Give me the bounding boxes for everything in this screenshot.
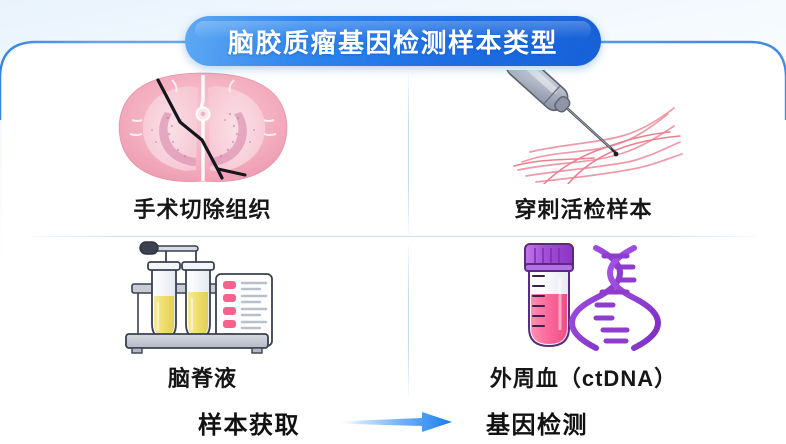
sample-cell-peripheral-blood: 外周血（ctDNA） — [393, 231, 774, 400]
sample-cell-surgical-resection: 手术切除组织 — [12, 62, 393, 231]
divider-vertical-top — [408, 74, 409, 234]
sample-label-cerebrospinal-fluid: 脑脊液 — [167, 366, 237, 391]
test-tube-rack-icon — [12, 237, 393, 355]
blood-tube-dna-icon — [393, 237, 774, 355]
sample-cell-needle-biopsy: 穿刺活检样本 — [393, 62, 774, 231]
divider-vertical-bottom — [408, 246, 409, 396]
brain-histology-section-icon — [12, 68, 393, 186]
sample-label-surgical-resection: 手术切除组织 — [133, 197, 272, 222]
biopsy-needle-icon — [393, 68, 774, 186]
sample-type-grid: 手术切除组织 — [12, 62, 774, 400]
flow-label-sample-acquisition: 样本获取 — [198, 411, 300, 439]
divider-horizontal — [30, 236, 756, 237]
process-flow-row: 样本获取 基因检测 — [0, 400, 786, 444]
sample-label-needle-biopsy: 穿刺活检样本 — [514, 197, 653, 222]
sample-cell-cerebrospinal-fluid: 脑脊液 — [12, 231, 393, 400]
sample-label-peripheral-blood: 外周血（ctDNA） — [489, 366, 678, 391]
page-title-pill: 脑胶质瘤基因检测样本类型 — [185, 16, 601, 66]
right-arrow-icon — [334, 411, 452, 433]
page-title: 脑胶质瘤基因检测样本类型 — [227, 27, 558, 58]
flow-label-gene-testing: 基因检测 — [486, 411, 588, 439]
